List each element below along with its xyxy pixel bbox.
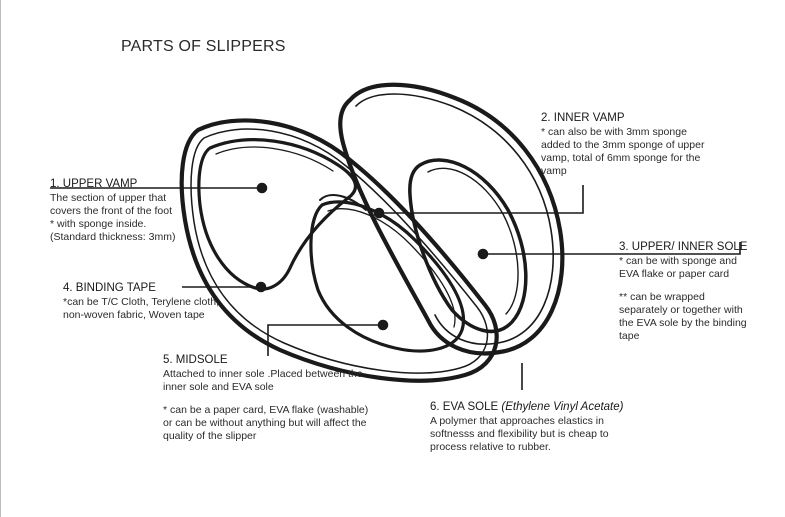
callout-eva-sole: 6. EVA SOLE (Ethylene Vinyl Acetate) A p… [430,400,623,454]
dot-inner-vamp [373,207,385,219]
callout-description: The section of upper that covers the fro… [50,192,176,243]
callout-upper-inner-sole: 3. UPPER/ INNER SOLE * can be with spong… [619,240,747,343]
front-slipper-sole-inner [190,128,489,374]
back-slipper-insole-inner [427,167,519,315]
callout-heading: 6. EVA SOLE [430,401,499,413]
callout-heading: 5. MIDSOLE [163,354,228,366]
back-slipper-outline [338,82,565,356]
leader-midsole [267,324,383,356]
leader-inner-vamp [379,185,584,214]
front-upper-vamp-inner [215,146,334,172]
callout-description: *can be T/C Cloth, Terylene cloth, non-w… [63,296,220,321]
callout-midsole: 5. MIDSOLE Attached to inner sole .Place… [163,353,368,443]
front-slipper-insole-inner [327,208,456,328]
callout-binding-tape: 4. BINDING TAPE *can be T/C Cloth, Teryl… [63,281,219,322]
frame-edge [0,0,1,517]
callout-description: * can be with sponge and EVA flake or pa… [619,255,737,280]
back-slipper-insole [408,158,528,334]
back-slipper-inner-edge [355,93,554,345]
front-slipper-insole [309,200,465,353]
callout-description: A polymer that approaches elastics in so… [430,415,609,453]
dot-inner-sole [477,248,489,260]
callout-heading: 3. UPPER/ INNER SOLE [619,241,748,253]
callout-note: * can be a paper card, EVA flake (washab… [163,404,369,442]
callout-description: * can also be with 3mm sponge added to t… [541,126,705,177]
callout-note: ** can be wrapped separately or together… [619,291,747,342]
dot-midsole [377,319,389,331]
callout-description: Attached to inner sole .Placed between t… [163,368,363,393]
leader-inner-sole [483,242,741,255]
front-slipper-sole [179,118,499,383]
dot-upper-vamp [256,182,268,194]
inner-vamp-edge [319,194,367,211]
diagram-title: PARTS OF SLIPPERS [121,38,286,55]
callout-inner-vamp: 2. INNER VAMP * can also be with 3mm spo… [541,111,704,178]
front-upper-vamp [197,138,358,291]
callout-heading: 4. BINDING TAPE [63,282,156,294]
callout-heading-note: (Ethylene Vinyl Acetate) [501,401,624,413]
callout-heading: 2. INNER VAMP [541,112,625,124]
callout-heading: 1. UPPER VAMP [50,178,138,190]
callout-upper-vamp: 1. UPPER VAMP The section of upper that … [50,177,175,244]
dot-binding-tape [255,281,267,293]
